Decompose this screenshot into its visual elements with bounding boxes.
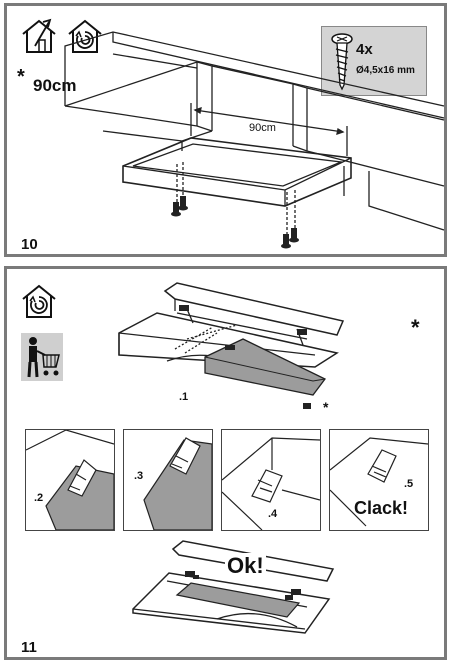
sub-label-2: .2 — [34, 492, 44, 504]
ok-text: Ok! — [225, 553, 266, 579]
hood-installed-illustration — [132, 540, 335, 634]
step-number: 10 — [21, 236, 38, 253]
screw-quantity: 4x — [356, 41, 373, 58]
dimension-label: 90cm — [249, 122, 276, 134]
house-extractor-icon — [22, 284, 56, 318]
detail-3: .3 — [123, 429, 213, 531]
screw-box: 4x Ø4,5x16 mm — [321, 26, 427, 96]
clack-text: Clack! — [354, 498, 409, 518]
detail-5: .5 Clack! — [329, 429, 429, 531]
screw-icon — [331, 33, 353, 91]
asterisk: * — [17, 66, 25, 88]
step-number: 11 — [21, 639, 37, 656]
house-extractor-icon — [68, 19, 102, 53]
detail-4: .4 — [221, 429, 321, 531]
asterisk: * — [411, 315, 420, 340]
hood-cabinet-illustration — [64, 31, 445, 249]
person-shopping-cart-icon — [21, 333, 63, 381]
step-10-panel: * 90cm 4x Ø4,5x16 mm — [4, 3, 447, 257]
step-11-panel: * .1 * .2 — [4, 266, 447, 660]
sub-label-5: .5 — [404, 478, 414, 490]
detail-2: .2 — [25, 429, 115, 531]
house-install-icon — [22, 18, 56, 53]
asterisk-small: * — [323, 399, 329, 415]
hood-filter-illustration — [118, 282, 345, 409]
screw-size: Ø4,5x16 mm — [356, 65, 415, 76]
sub-label-3: .3 — [134, 470, 144, 482]
sub-label-1: .1 — [179, 391, 189, 403]
sub-label-4: .4 — [268, 508, 278, 520]
